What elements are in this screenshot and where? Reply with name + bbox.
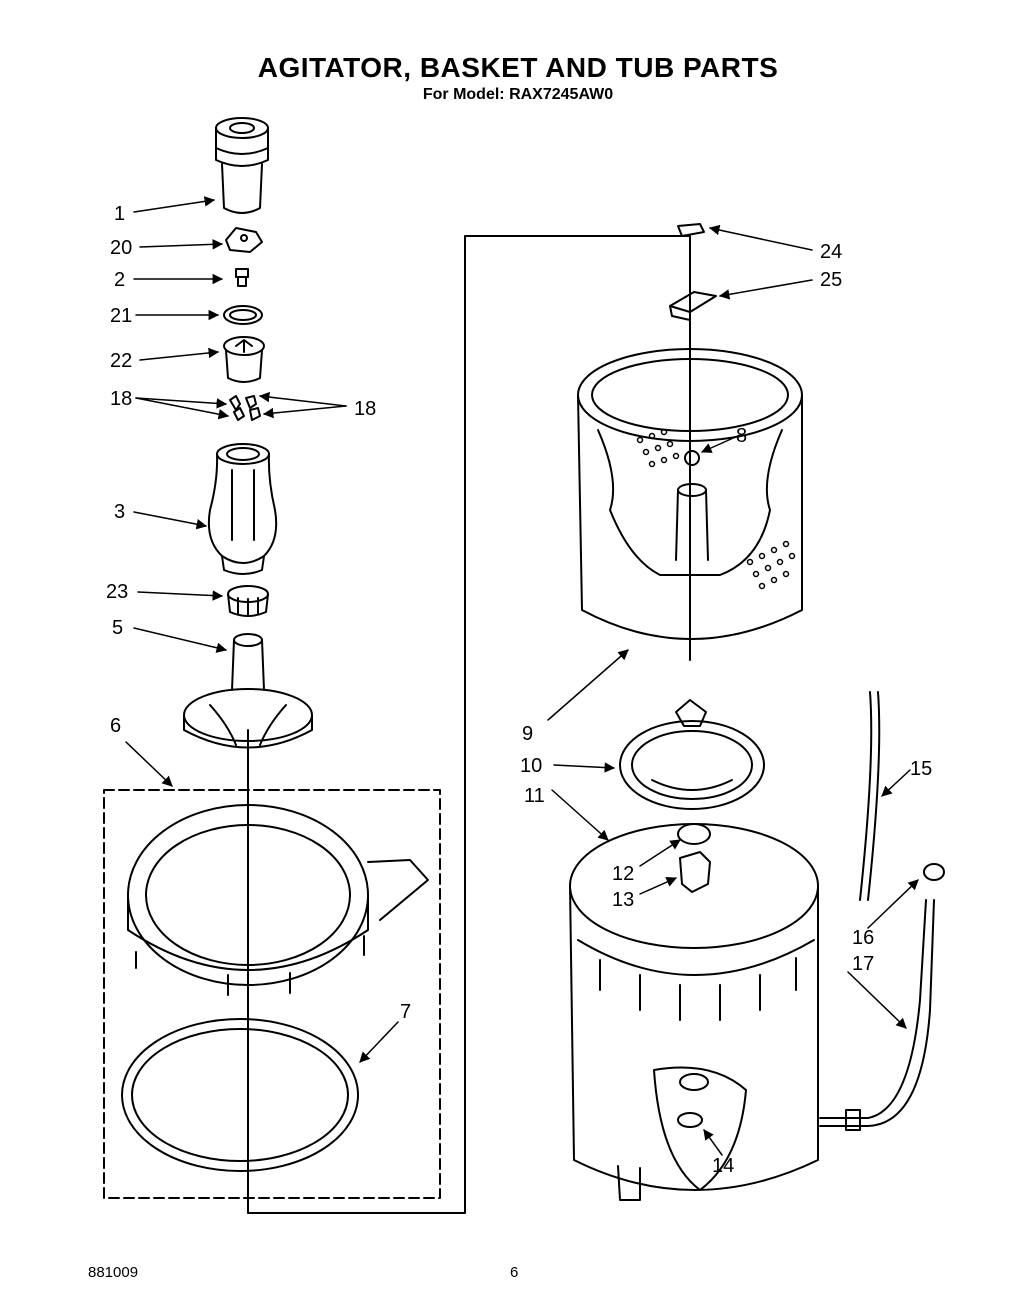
callout-3: 3 bbox=[114, 501, 125, 523]
callout-14: 14 bbox=[712, 1155, 734, 1177]
callout-8: 8 bbox=[736, 425, 747, 447]
callout-10: 10 bbox=[520, 755, 542, 777]
part-25-seal bbox=[669, 291, 717, 321]
callout-6: 6 bbox=[110, 715, 121, 737]
callout-23: 23 bbox=[106, 581, 128, 603]
part-15-hose bbox=[859, 691, 881, 901]
part-21-ring bbox=[223, 305, 263, 325]
part-13-seal bbox=[679, 851, 711, 893]
callout-25: 25 bbox=[820, 269, 842, 291]
callout-9: 9 bbox=[522, 723, 533, 745]
callout-21: 21 bbox=[110, 305, 132, 327]
callout-2: 2 bbox=[114, 269, 125, 291]
part-3-agitator-barrel bbox=[207, 443, 278, 575]
callout-16: 16 bbox=[852, 927, 874, 949]
part-16-clamp bbox=[923, 863, 945, 881]
part-2-bolt bbox=[235, 268, 249, 287]
model-subtitle: For Model: RAX7245AW0 bbox=[422, 86, 614, 103]
group-box-6-7 bbox=[103, 789, 441, 1199]
part-22-dog bbox=[223, 336, 265, 383]
callout-18-left: 18 bbox=[110, 388, 132, 410]
part-7-gasket bbox=[121, 1018, 359, 1172]
callout-1: 1 bbox=[114, 203, 125, 225]
callout-22: 22 bbox=[110, 350, 132, 372]
part-5-agitator-base bbox=[183, 633, 313, 749]
part-6-tub-ring bbox=[127, 804, 429, 996]
assembly-path-line bbox=[247, 235, 691, 1214]
callout-13: 13 bbox=[612, 889, 634, 911]
callout-20: 20 bbox=[110, 237, 132, 259]
callout-12: 12 bbox=[612, 863, 634, 885]
page-number: 6 bbox=[510, 1264, 519, 1281]
callout-18-right: 18 bbox=[354, 398, 376, 420]
part-17-drain-hose bbox=[819, 899, 935, 1131]
part-20-cam bbox=[225, 227, 263, 253]
document-code: 881009 bbox=[88, 1264, 139, 1281]
callout-24: 24 bbox=[820, 241, 842, 263]
part-18-dogs bbox=[229, 395, 261, 421]
part-12-clamp-ring bbox=[677, 823, 711, 845]
callout-7: 7 bbox=[400, 1001, 411, 1023]
callout-5: 5 bbox=[112, 617, 123, 639]
part-9-basket bbox=[577, 348, 803, 640]
part-11-outer-tub bbox=[569, 823, 819, 1201]
callout-leaders bbox=[125, 196, 919, 1156]
part-10-drive-block bbox=[619, 699, 765, 810]
part-1-agitator-cap bbox=[215, 117, 269, 214]
part-24-nut bbox=[677, 223, 705, 237]
callout-15: 15 bbox=[910, 758, 932, 780]
part-23-clutch bbox=[227, 585, 269, 617]
callout-17: 17 bbox=[852, 953, 874, 975]
page-title: AGITATOR, BASKET AND TUB PARTS bbox=[257, 52, 779, 83]
callout-11: 11 bbox=[524, 785, 545, 807]
